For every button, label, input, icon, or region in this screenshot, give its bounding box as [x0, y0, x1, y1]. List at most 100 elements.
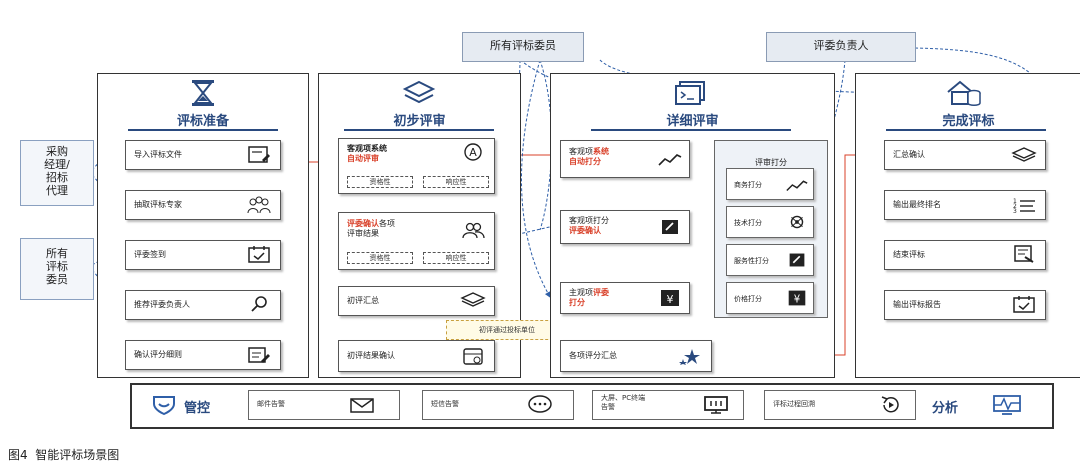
committee-role-box: 所有 评标 委员 — [20, 238, 94, 300]
database-icon — [947, 80, 981, 106]
letter-a-circle-icon: A — [464, 143, 482, 161]
replay-icon — [881, 396, 899, 413]
yen-icon: ¥ — [788, 290, 806, 306]
step-sign-in[interactable]: 评委签到 — [125, 240, 281, 270]
replay-label: 评标过程回溯 — [773, 400, 815, 408]
step-label: 结束评标 — [893, 250, 925, 259]
stage-preparation: 评标准备 — [97, 73, 309, 378]
calendar-check-icon — [248, 246, 270, 263]
calendar-icon — [463, 348, 483, 365]
title-underline — [344, 129, 494, 131]
people-group-icon — [247, 196, 271, 214]
trend-line-icon — [658, 154, 682, 166]
management-label: 管控 — [184, 401, 211, 416]
step-label-line1: 客观项系统 — [347, 144, 387, 153]
step-label: 各项评分汇总 — [569, 351, 617, 360]
tag-responsiveness: 响应性 — [423, 176, 489, 188]
edit-icon — [789, 253, 805, 267]
step-objective-committee-confirm[interactable]: 客观项打分 评委确认 — [560, 210, 690, 244]
stage-complete: 完成评标 — [855, 73, 1080, 378]
step-output-final-ranking[interactable]: 输出最终排名 1 2 3 — [884, 190, 1046, 220]
lead-member-box: 评委负责人 — [766, 32, 916, 62]
figure-caption: 图4 智能评标场景图 — [8, 448, 120, 462]
score-label: 价格打分 — [734, 295, 762, 303]
step-preliminary-confirm[interactable]: 初评结果确认 — [338, 340, 495, 372]
step-objective-auto-score[interactable]: 客观项系统 自动打分 — [560, 140, 690, 178]
score-service[interactable]: 服务性打分 — [726, 244, 814, 276]
layers-icon — [460, 292, 486, 307]
score-price[interactable]: 价格打分 ¥ — [726, 282, 814, 314]
step-label-line2: 评委确认 — [569, 226, 601, 235]
step-preliminary-summary[interactable]: 初评汇总 — [338, 286, 495, 316]
alert-label: 邮件告警 — [257, 400, 285, 408]
committee-role-label: 所有 评标 委员 — [46, 247, 68, 286]
layers-icon — [1011, 147, 1037, 162]
yen-icon: ¥ — [661, 290, 679, 306]
step-label-line2: 自动打分 — [569, 157, 601, 166]
step-label-rest: 各项 — [379, 219, 395, 228]
title-underline — [591, 129, 791, 131]
score-label: 商务打分 — [734, 181, 762, 189]
step-label: 客观项系统 自动打分 — [569, 147, 609, 167]
step-label-red: 评委 — [593, 288, 609, 297]
step-output-report[interactable]: 输出评标报告 — [884, 290, 1046, 320]
step-subjective-committee-score[interactable]: 主观项评委 打分 ¥ — [560, 282, 690, 314]
step-label: 推荐评委负责人 — [134, 300, 190, 309]
stage-complete-title: 完成评标 — [942, 114, 995, 129]
step-label-red: 评委确认 — [347, 219, 379, 228]
step-label: 抽取评标专家 — [134, 200, 182, 209]
edit-icon — [662, 220, 678, 234]
step-label: 汇总确认 — [893, 150, 925, 159]
svg-text:¥: ¥ — [794, 295, 801, 306]
step-committee-confirm[interactable]: 评委确认各项 评审结果 资格性 响应性 — [338, 212, 495, 270]
stage-detailed-title: 详细评审 — [666, 114, 719, 129]
hourglass-icon — [192, 80, 214, 106]
document-stamp-icon — [1014, 245, 1034, 263]
all-members-box: 所有评标委员 — [462, 32, 584, 62]
stars-icon — [679, 349, 700, 365]
step-label-line2: 打分 — [569, 298, 585, 307]
step-label: 导入评标文件 — [134, 150, 182, 159]
analytics-monitor-icon — [993, 395, 1021, 415]
score-label: 服务性打分 — [734, 257, 769, 265]
score-technical[interactable]: 技术打分 — [726, 206, 814, 238]
step-label-pre: 客观项 — [569, 147, 593, 156]
step-label-line2: 评审结果 — [347, 229, 379, 238]
step-recommend-lead[interactable]: 推荐评委负责人 — [125, 290, 281, 320]
step-label: 确认评分细则 — [134, 350, 182, 359]
alert-screen-terminal[interactable]: 大屏、PC终端 告警 — [592, 390, 744, 420]
title-underline — [128, 129, 278, 131]
process-replay[interactable]: 评标过程回溯 — [764, 390, 916, 420]
alert-sms[interactable]: 短信告警 — [422, 390, 574, 420]
score-business[interactable]: 商务打分 — [726, 168, 814, 200]
people-icon — [462, 222, 485, 239]
step-import-bid-files[interactable]: 导入评标文件 — [125, 140, 281, 170]
tag-qualification: 资格性 — [347, 252, 413, 264]
procurement-role-label: 采购 经理/ 招标 代理 — [44, 145, 70, 197]
svg-text:¥: ¥ — [667, 293, 674, 306]
step-draw-experts[interactable]: 抽取评标专家 — [125, 190, 281, 220]
step-end-evaluation[interactable]: 结束评标 — [884, 240, 1046, 270]
shield-icon — [153, 396, 175, 416]
stage-preparation-title: 评标准备 — [176, 114, 229, 129]
alert-email[interactable]: 邮件告警 — [248, 390, 400, 420]
step-label-line2: 自动评审 — [347, 154, 379, 163]
step-label: 评委确认各项 评审结果 — [347, 219, 395, 239]
checklist-edit-icon — [248, 347, 270, 363]
step-label-red: 系统 — [593, 147, 609, 156]
step-summary-confirm[interactable]: 汇总确认 — [884, 140, 1046, 170]
step-objective-auto-review[interactable]: 客观项系统 自动评审 A 资格性 响应性 — [338, 138, 495, 194]
title-underline — [886, 129, 1046, 131]
envelope-icon — [350, 398, 374, 413]
chat-bubble-icon — [528, 395, 552, 413]
step-label: 输出评标报告 — [893, 300, 941, 309]
tag-responsiveness: 响应性 — [423, 252, 489, 264]
monitor-icon — [704, 396, 728, 414]
svg-text:A: A — [469, 146, 477, 159]
step-confirm-scoring-rules[interactable]: 确认评分细则 — [125, 340, 281, 370]
svg-text:2: 2 — [1013, 203, 1017, 210]
step-score-summary[interactable]: 各项评分汇总 — [560, 340, 712, 372]
management-bar: 管控 邮件告警 短信告警 大屏、PC终端 告警 评标过程回溯 分析 — [130, 383, 1054, 429]
scoring-panel-title: 评审打分 — [755, 158, 787, 167]
step-label: 主观项评委 打分 — [569, 288, 609, 308]
